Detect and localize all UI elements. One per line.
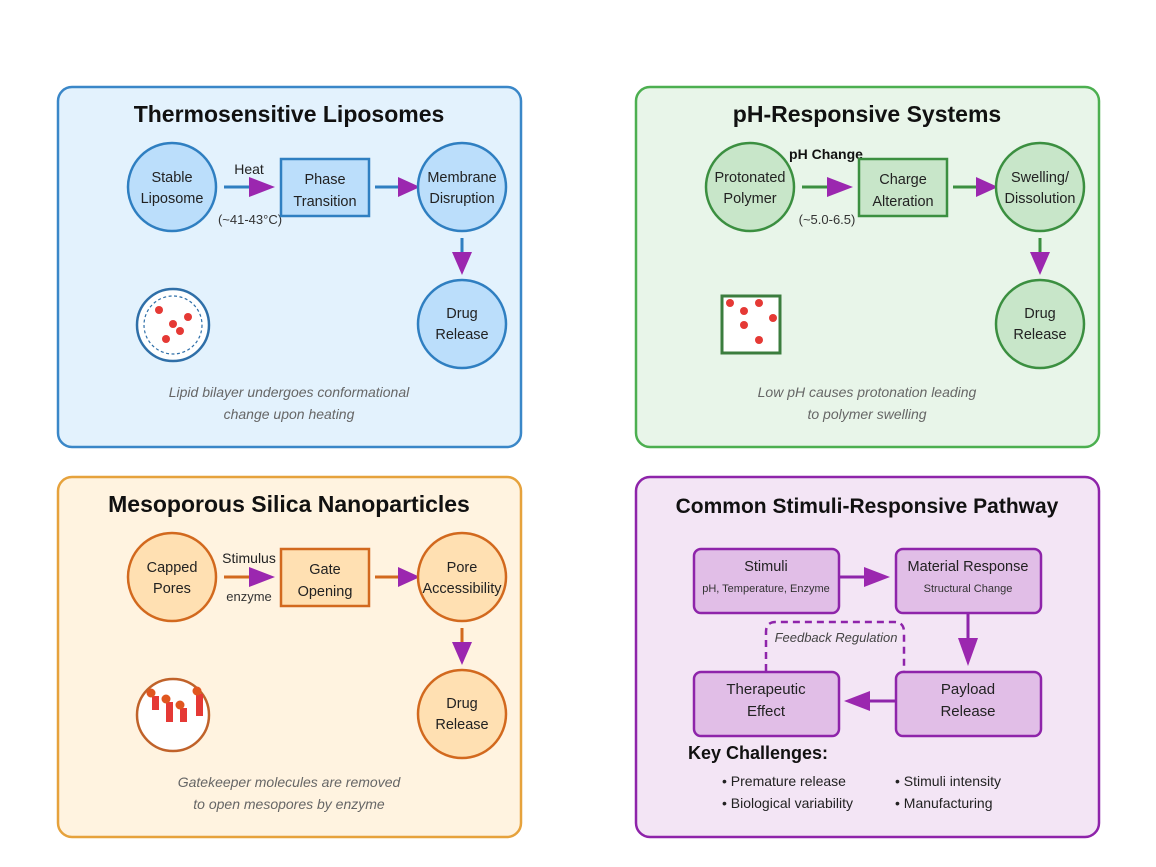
arrowhead-icon: [827, 177, 853, 197]
challenge-item: • Biological variability: [722, 795, 853, 811]
box-subtitle: Structural Change: [924, 583, 1013, 595]
box-label-line2: Release: [940, 703, 995, 720]
feedback-label: Feedback Regulation: [775, 630, 898, 645]
node-label-line1: Charge: [879, 172, 927, 188]
node-gate-opening: [279, 547, 371, 608]
panel-title: Common Stimuli-Responsive Pathway: [676, 495, 1059, 518]
panel-thermosensitive-liposomes: Thermosensitive Liposomes Stable Liposom…: [56, 85, 523, 449]
panel-ph-responsive-systems: pH-Responsive Systems Protonated Polymer…: [634, 85, 1101, 449]
node-label-line1: Pore: [447, 560, 478, 576]
panel-caption-line1: Low pH causes protonation leading: [758, 384, 977, 400]
challenge-item: • Manufacturing: [895, 795, 993, 811]
node-label-line1: Gate: [309, 562, 340, 578]
node-label-line1: Phase: [304, 172, 345, 188]
node-stable-liposome: [126, 141, 218, 233]
arrow-label-bottom: enzyme: [226, 589, 272, 604]
node-label-line1: Drug: [446, 306, 477, 322]
node-label-line2: Disruption: [429, 191, 494, 207]
node-label-line1: Drug: [1024, 306, 1055, 322]
arrowhead-icon: [398, 567, 420, 587]
arrowhead-icon: [452, 252, 472, 275]
arrow-label-top: pH Change: [789, 146, 863, 162]
arrow-label-top: Stimulus: [222, 550, 276, 566]
node-label-line2: Opening: [298, 584, 353, 600]
challenge-item: • Stimuli intensity: [895, 773, 1001, 789]
box-subtitle: pH, Temperature, Enzyme: [702, 583, 830, 595]
feedback-loop-path: [764, 620, 906, 671]
arrowhead-icon: [844, 691, 870, 711]
node-membrane-disruption: [416, 141, 508, 233]
arrowhead-icon: [864, 567, 890, 587]
node-label-line2: Release: [435, 717, 488, 733]
arrowhead-icon: [249, 177, 275, 197]
arrowhead-icon: [249, 567, 275, 587]
panel-caption-line2: to open mesopores by enzyme: [193, 796, 385, 812]
node-swelling-dissolution: [994, 141, 1086, 233]
node-drug-release: [994, 278, 1086, 370]
node-label-line2: Release: [1013, 327, 1066, 343]
node-drug-release: [416, 278, 508, 370]
panel-title: Mesoporous Silica Nanoparticles: [108, 491, 470, 517]
node-label-line2: Dissolution: [1005, 191, 1076, 207]
node-label-line2: Transition: [293, 194, 356, 210]
node-label-line2: Liposome: [141, 191, 204, 207]
node-label-line2: Polymer: [723, 191, 776, 207]
panel-background: [634, 475, 1101, 839]
box-payload-release: [894, 670, 1043, 738]
box-therapeutic-effect: [692, 670, 841, 738]
node-label-line2: Accessibility: [423, 581, 503, 597]
node-drug-release: [416, 668, 508, 760]
node-phase-transition: [279, 157, 371, 218]
challenge-item: • Premature release: [722, 773, 846, 789]
panel-title: pH-Responsive Systems: [733, 101, 1001, 127]
panel-caption-line2: to polymer swelling: [807, 406, 926, 422]
box-stimuli: [692, 547, 841, 615]
arrow-label-bottom: (~41-43°C): [218, 212, 282, 227]
panel-mesoporous-silica: Mesoporous Silica Nanoparticles Capped P…: [56, 475, 523, 839]
node-label-line2: Release: [435, 327, 488, 343]
node-label-line1: Drug: [446, 696, 477, 712]
node-label-line1: Capped: [147, 560, 198, 576]
node-label-line2: Pores: [153, 581, 191, 597]
liposome-icon: [135, 287, 211, 363]
node-charge-alteration: [857, 157, 949, 218]
polymer-matrix-icon: [720, 294, 782, 355]
arrowhead-icon: [398, 177, 420, 197]
box-label-line1: Therapeutic: [726, 681, 806, 698]
box-label-line1: Payload: [941, 681, 995, 698]
arrowhead-icon: [958, 638, 978, 666]
panel-title: Thermosensitive Liposomes: [134, 101, 445, 127]
arrowhead-icon: [1030, 252, 1050, 275]
node-label-line1: Membrane: [427, 170, 496, 186]
panel-caption-line2: change upon heating: [224, 406, 355, 422]
arrow-label-bottom: (~5.0-6.5): [799, 212, 856, 227]
arrowhead-icon: [976, 177, 998, 197]
node-protonated-polymer: [704, 141, 796, 233]
box-title: Material Response: [908, 559, 1029, 575]
arrow-label-top: Heat: [234, 161, 264, 177]
box-title: Stimuli: [744, 559, 788, 575]
panel-caption-line1: Lipid bilayer undergoes conformational: [169, 384, 410, 400]
arrowhead-icon: [452, 642, 472, 665]
key-challenges-title: Key Challenges:: [688, 743, 828, 763]
node-label-line1: Protonated: [715, 170, 786, 186]
node-label-line1: Swelling/: [1011, 170, 1070, 186]
panel-common-pathway: Common Stimuli-Responsive Pathway Stimul…: [634, 475, 1101, 839]
panel-caption-line1: Gatekeeper molecules are removed: [178, 774, 402, 790]
box-material-response: [894, 547, 1043, 615]
node-pore-accessibility: [416, 531, 508, 623]
node-label-line1: Stable: [151, 170, 192, 186]
gatekeeper-nanoparticle-icon: [135, 677, 211, 753]
node-label-line2: Alteration: [872, 194, 933, 210]
node-capped-pores: [126, 531, 218, 623]
box-label-line2: Effect: [747, 703, 786, 720]
